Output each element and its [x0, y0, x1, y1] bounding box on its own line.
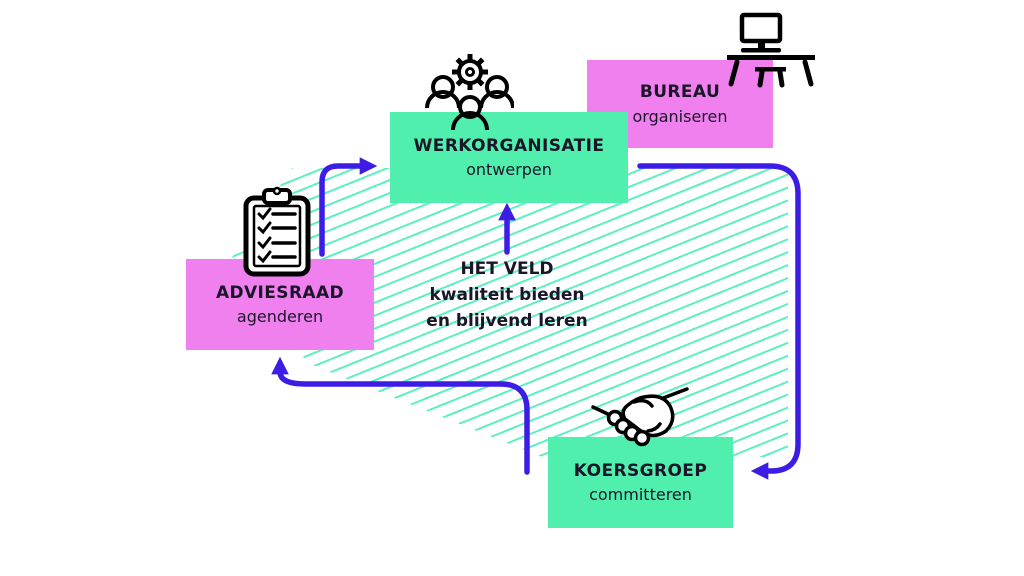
het-veld-line1: HET VELD	[460, 259, 554, 279]
het-veld-line2: kwaliteit bieden	[429, 285, 585, 305]
het-veld-line3: en blijvend leren	[426, 311, 588, 331]
box-koersgroep: KOERSGROEP committeren	[548, 437, 733, 528]
handshake-icon	[591, 387, 689, 447]
team-gear-icon	[425, 54, 514, 131]
box-adviesraad-title: ADVIESRAAD	[215, 282, 345, 303]
box-bureau-subtitle: organiseren	[632, 106, 728, 126]
box-bureau: BUREAU organiseren	[587, 60, 773, 148]
box-koersgroep-title: KOERSGROEP	[573, 460, 708, 481]
box-adviesraad-subtitle: agenderen	[236, 307, 324, 327]
het-veld-label: HET VELD kwaliteit bieden en blijvend le…	[397, 256, 617, 334]
box-werkorganisatie-title: WERKORGANISATIE	[413, 135, 605, 156]
box-koersgroep-subtitle: committeren	[589, 485, 692, 505]
arrow-adviesraad-to-werkorganisatie	[319, 157, 378, 257]
box-werkorganisatie-subtitle: ontwerpen	[466, 160, 552, 180]
desk-computer-icon	[727, 12, 815, 88]
box-werkorganisatie: WERKORGANISATIE ontwerpen	[390, 112, 628, 203]
box-adviesraad: ADVIESRAAD agenderen	[186, 259, 374, 350]
clipboard-checklist-icon	[243, 186, 311, 277]
arrow-werkorganisatie-to-koersgroep	[637, 163, 801, 480]
arrow-koersgroep-to-adviesraad	[271, 356, 530, 475]
box-bureau-title: BUREAU	[639, 82, 721, 103]
